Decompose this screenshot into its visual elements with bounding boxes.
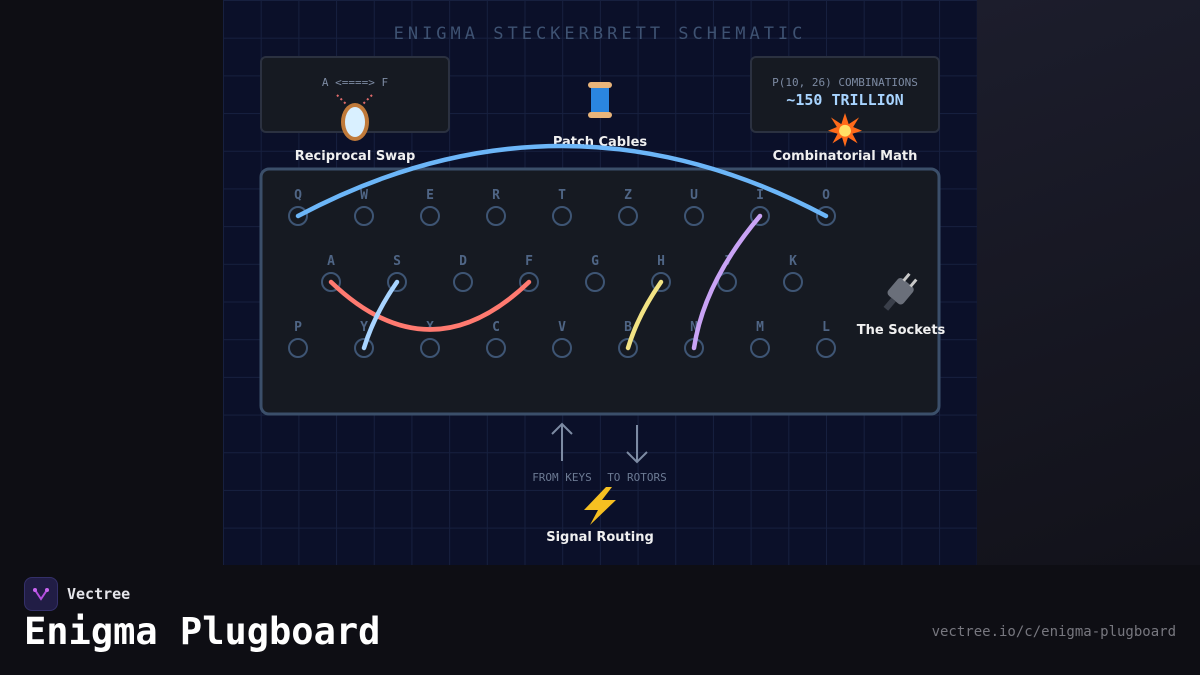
arrow-down-icon: [626, 425, 648, 464]
socket-label-I: I: [756, 188, 764, 203]
arrow-up-icon: [551, 422, 573, 461]
socket-A[interactable]: [321, 272, 341, 292]
socket-R[interactable]: [486, 206, 506, 226]
socket-label-V: V: [558, 320, 566, 335]
cables: [295, 143, 829, 351]
socket-label-L: L: [822, 320, 830, 335]
math-line1: P(10, 26) COMBINATIONS: [772, 76, 918, 89]
socket-label-K: K: [789, 254, 797, 269]
brand-name: Vectree: [67, 585, 131, 603]
socket-label-G: G: [591, 254, 599, 269]
socket-V[interactable]: [552, 338, 572, 358]
socket-label-D: D: [459, 254, 467, 269]
socket-label-U: U: [690, 188, 698, 203]
socket-label-Z: Z: [624, 188, 632, 203]
socket-G[interactable]: [585, 272, 605, 292]
page-url: vectree.io/c/enigma-plugboard: [931, 624, 1176, 640]
socket-T[interactable]: [552, 206, 572, 226]
socket-H[interactable]: [651, 272, 671, 292]
cable-A-F[interactable]: [328, 279, 532, 332]
cable-S-Y[interactable]: [361, 279, 400, 351]
socket-Q[interactable]: [288, 206, 308, 226]
socket-D[interactable]: [453, 272, 473, 292]
socket-B[interactable]: [618, 338, 638, 358]
diagram-title: ENIGMA STECKERBRETT SCHEMATIC: [394, 24, 807, 44]
math-line2: ~150 TRILLION: [786, 91, 903, 109]
socket-label-H: H: [657, 254, 665, 269]
socket-F[interactable]: [519, 272, 539, 292]
cable-I-N[interactable]: [691, 213, 763, 351]
spool-icon: [588, 82, 612, 118]
explosion-icon: [827, 112, 863, 148]
socket-W[interactable]: [354, 206, 374, 226]
socket-label-P: P: [294, 320, 302, 335]
socket-label-N: N: [690, 320, 698, 335]
cable-Q-O[interactable]: [295, 143, 829, 219]
to-rotors-label: TO ROTORS: [607, 471, 667, 484]
swap-text: A <====> F: [322, 76, 388, 89]
math-label: Combinatorial Math: [773, 149, 918, 164]
socket-X[interactable]: [420, 338, 440, 358]
plug-icon: [883, 272, 918, 311]
socket-Y[interactable]: [354, 338, 374, 358]
socket-M[interactable]: [750, 338, 770, 358]
cable-H-B[interactable]: [625, 279, 664, 351]
socket-C[interactable]: [486, 338, 506, 358]
socket-O[interactable]: [816, 206, 836, 226]
socket-label-M: M: [756, 320, 764, 335]
socket-label-Y: Y: [360, 320, 368, 335]
socket-E[interactable]: [420, 206, 440, 226]
socket-label-W: W: [360, 188, 368, 203]
socket-Z[interactable]: [618, 206, 638, 226]
swap-label: Reciprocal Swap: [295, 149, 416, 164]
brand: Vectree: [24, 577, 130, 611]
socket-label-T: T: [558, 188, 566, 203]
socket-label-B: B: [624, 320, 632, 335]
socket-K[interactable]: [783, 272, 803, 292]
socket-label-A: A: [327, 254, 335, 269]
socket-label-O: O: [822, 188, 830, 203]
page-title: Enigma Plugboard: [24, 610, 381, 653]
socket-label-Q: Q: [294, 188, 302, 203]
from-keys-label: FROM KEYS: [532, 471, 592, 484]
vectree-logo-icon: [24, 577, 58, 611]
socket-I[interactable]: [750, 206, 770, 226]
socket-L[interactable]: [816, 338, 836, 358]
socket-U[interactable]: [684, 206, 704, 226]
socket-P[interactable]: [288, 338, 308, 358]
routing-label: Signal Routing: [546, 530, 654, 545]
mirror-icon: [336, 94, 373, 141]
socket-label-R: R: [492, 188, 500, 203]
background-shade: [977, 0, 1200, 565]
lightning-icon: [584, 487, 616, 525]
socket-label-F: F: [525, 254, 533, 269]
socket-label-C: C: [492, 320, 500, 335]
sockets-label: The Sockets: [857, 323, 946, 338]
socket-label-E: E: [426, 188, 434, 203]
plugboard-panel: [259, 167, 941, 416]
socket-S[interactable]: [387, 272, 407, 292]
socket-label-S: S: [393, 254, 401, 269]
